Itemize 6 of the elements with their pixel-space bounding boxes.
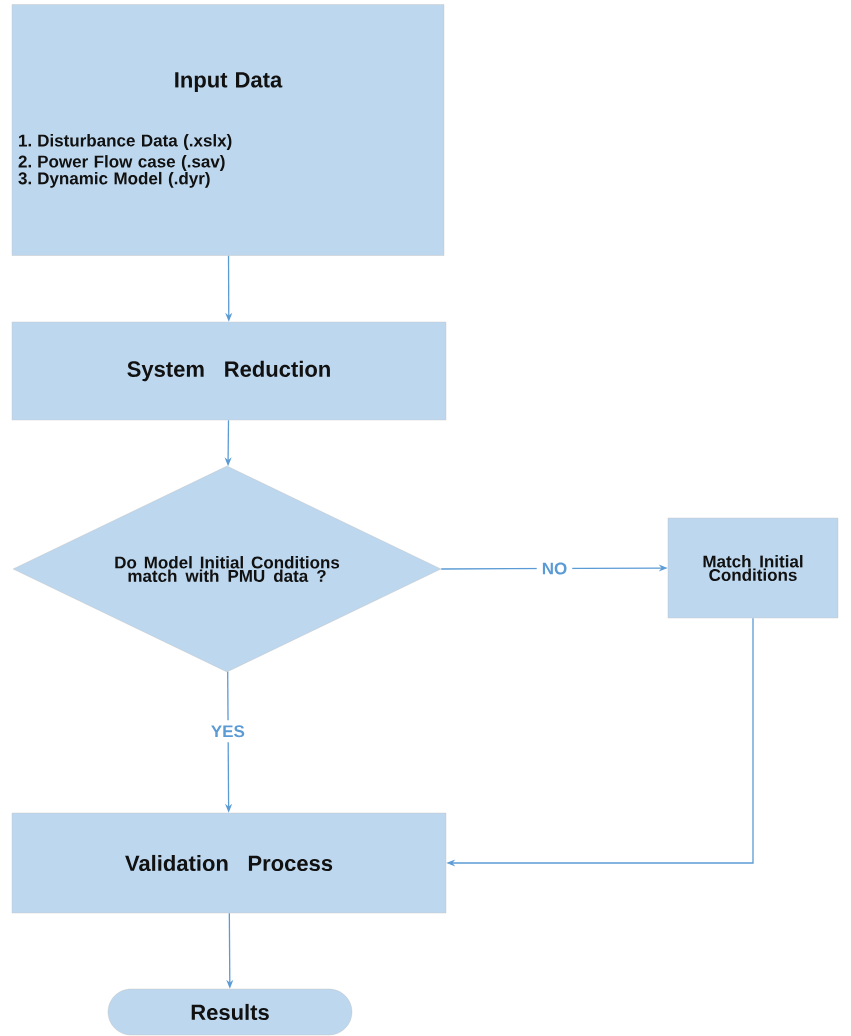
process-box: Match Initial Conditions xyxy=(667,517,839,619)
process-box: Input Data 1. Disturbance Data (.xslx) 2. Power Flow case (.sav) 3. Dynamic Model (.dyr) xyxy=(11,4,445,256)
process-box: System Reduction xyxy=(11,321,447,421)
process-box: Validation Process xyxy=(11,812,447,914)
edge-label: YES xyxy=(205,720,250,743)
edge-label: NO xyxy=(536,557,573,580)
